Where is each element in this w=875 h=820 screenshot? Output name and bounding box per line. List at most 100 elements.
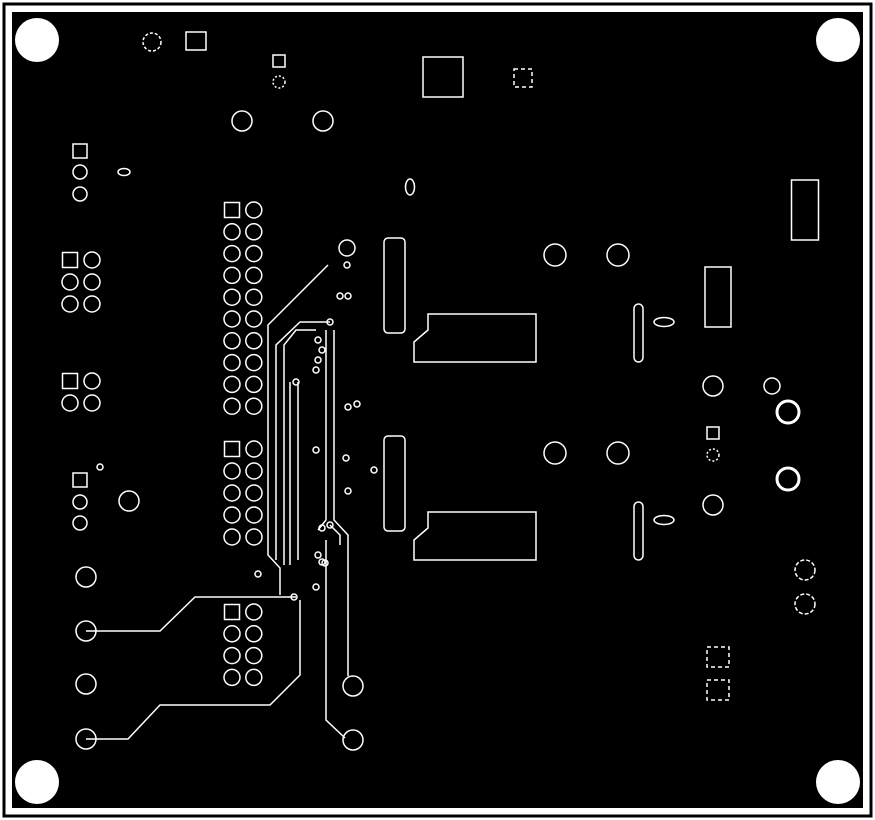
header-j3-pin	[245, 625, 263, 643]
pad-circle	[775, 466, 801, 492]
via	[326, 318, 334, 326]
header-j4-pin1	[61, 251, 79, 269]
trace	[317, 330, 327, 531]
pad-dashed-square	[513, 68, 533, 88]
header-j1-pin	[245, 397, 263, 415]
header-j1-pin	[223, 310, 241, 328]
via	[344, 292, 352, 300]
via	[353, 400, 361, 408]
via	[321, 559, 329, 567]
pad-circle	[312, 110, 334, 132]
via	[314, 356, 322, 364]
via	[344, 487, 352, 495]
header-j4-pin	[83, 295, 101, 313]
via	[326, 521, 334, 529]
trace	[86, 600, 301, 740]
header-j1-pin	[245, 375, 263, 394]
pad-circle	[543, 441, 567, 465]
pad-circle	[72, 186, 88, 202]
pad-tall-rounded	[383, 435, 406, 532]
header-j2-pin	[223, 462, 241, 480]
header-j2-pin	[223, 528, 241, 546]
header-j4-pin	[83, 251, 101, 269]
trace	[267, 264, 329, 595]
header-j1-pin	[223, 223, 241, 241]
header-j1-pin	[245, 332, 263, 350]
pad-circle	[342, 675, 364, 697]
via	[254, 570, 262, 578]
pad-tall-rounded	[383, 237, 406, 334]
pad-square	[706, 426, 720, 440]
pad-circle	[794, 593, 816, 615]
header-j3-pin	[223, 625, 241, 643]
pad-circle	[543, 243, 567, 267]
header-j2-pin1	[223, 440, 241, 458]
pad-circle	[342, 729, 364, 751]
via	[290, 593, 298, 601]
header-j2-pin	[245, 506, 263, 524]
header-j1-pin	[245, 353, 263, 372]
pad-circle	[606, 441, 630, 465]
trace	[275, 321, 330, 560]
via	[312, 583, 320, 591]
via	[318, 524, 326, 532]
pad-circle	[706, 448, 720, 462]
pad-circle	[75, 566, 97, 588]
header-j3-pin	[223, 668, 241, 687]
header-j1-pin1	[223, 201, 241, 219]
via	[292, 378, 300, 386]
header-j1-pin	[223, 244, 241, 263]
header-j3-pin	[245, 668, 263, 687]
header-j5-pin	[83, 394, 101, 412]
header-j5-pin	[83, 372, 101, 390]
header-j2-pin	[245, 440, 263, 458]
mounting-hole	[15, 760, 59, 804]
pad-circle	[118, 490, 140, 512]
pad-circle	[72, 515, 88, 531]
via	[342, 454, 350, 462]
header-j2-pin	[245, 528, 263, 546]
header-j1-pin	[245, 266, 263, 285]
header-j3-pin	[223, 646, 241, 665]
pad-circle	[75, 673, 97, 695]
via	[336, 292, 344, 300]
pad-square	[72, 143, 88, 159]
pad-circle	[338, 239, 356, 257]
pad-circle	[72, 164, 88, 180]
trace	[86, 596, 296, 632]
trace	[329, 524, 341, 545]
via	[314, 336, 322, 344]
header-j2-pin	[223, 506, 241, 524]
header-j1-pin	[223, 332, 241, 350]
header-j1-pin	[245, 310, 263, 328]
pad-square	[272, 54, 286, 68]
via	[343, 261, 351, 269]
pad-square	[185, 31, 207, 51]
header-j3-pin	[245, 603, 263, 621]
pad-circle	[231, 110, 253, 132]
pad-oval	[404, 178, 416, 196]
pad-square	[72, 472, 88, 488]
via	[314, 551, 322, 559]
pad-slot	[633, 501, 644, 561]
header-j1-pin	[245, 201, 263, 219]
mounting-hole	[816, 760, 860, 804]
pad-power	[413, 313, 537, 363]
pad-oval	[653, 316, 675, 328]
header-j1-pin	[223, 266, 241, 285]
header-j1-pin	[223, 375, 241, 394]
mounting-hole	[816, 18, 860, 62]
via	[312, 366, 320, 374]
header-j2-pin	[245, 462, 263, 480]
via	[312, 446, 320, 454]
pad-oval	[117, 167, 131, 177]
header-j4-pin	[83, 273, 101, 291]
pad-circle	[142, 32, 162, 52]
via	[96, 463, 104, 471]
header-j2-pin	[223, 484, 241, 502]
pad-circle	[606, 243, 630, 267]
trace	[325, 540, 346, 739]
pad-dashed-square	[706, 646, 730, 668]
pad-rect	[704, 266, 732, 328]
